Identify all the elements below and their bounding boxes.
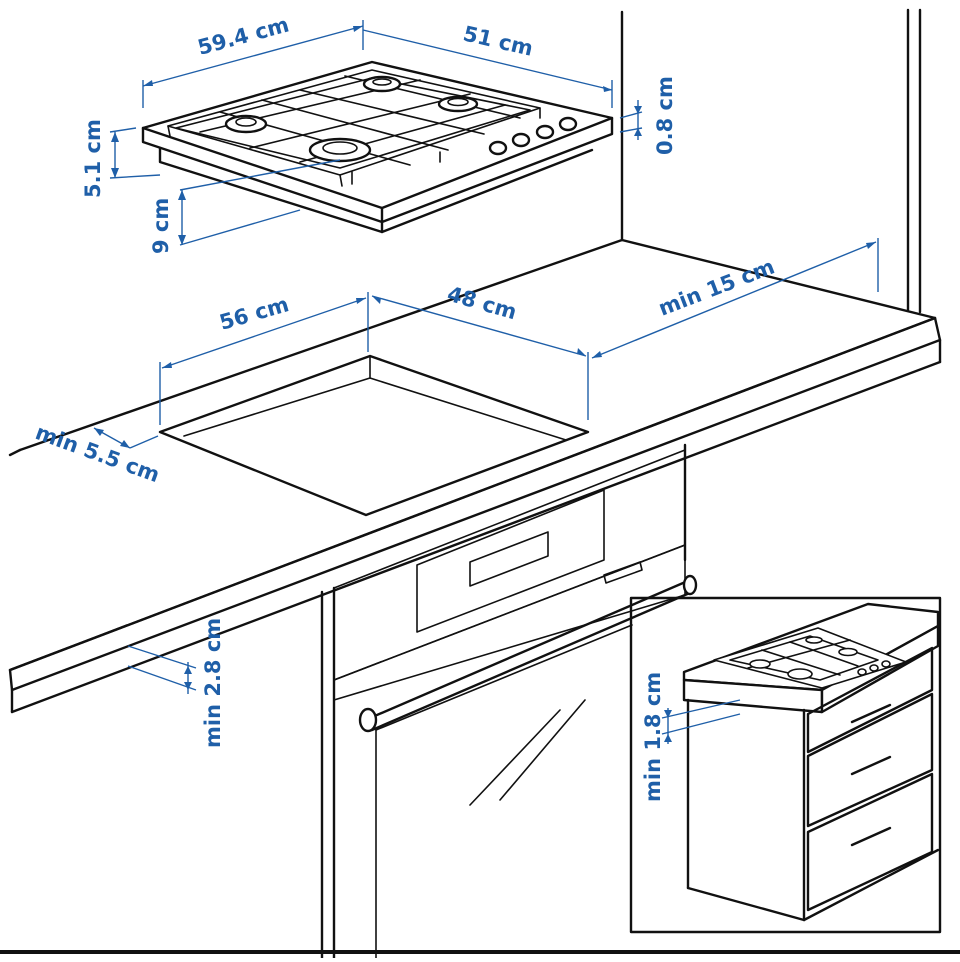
label-hob-width: 59.4 cm bbox=[195, 12, 291, 59]
gas-hob bbox=[141, 60, 614, 234]
label-hob-height: 5.1 cm bbox=[81, 119, 105, 198]
label-hob-below: 9 cm bbox=[149, 198, 173, 254]
inset-drawer-cabinet: min 1.8 cm bbox=[629, 596, 942, 934]
label-counter-thickness: min 2.8 cm bbox=[201, 618, 225, 748]
wall-lines bbox=[18, 8, 937, 452]
burners bbox=[224, 75, 479, 163]
control-knobs bbox=[488, 116, 578, 156]
hob-cutout bbox=[158, 354, 590, 517]
oven-cabinet bbox=[320, 443, 698, 960]
counter-thickness-dimension: min 2.8 cm bbox=[127, 618, 225, 748]
label-cutout-width: 56 cm bbox=[217, 292, 292, 335]
countertop bbox=[8, 316, 942, 714]
label-glass-thickness: 0.8 cm bbox=[653, 76, 677, 155]
label-hob-depth: 51 cm bbox=[461, 21, 535, 60]
label-drawer-clearance: min 1.8 cm bbox=[641, 672, 665, 802]
